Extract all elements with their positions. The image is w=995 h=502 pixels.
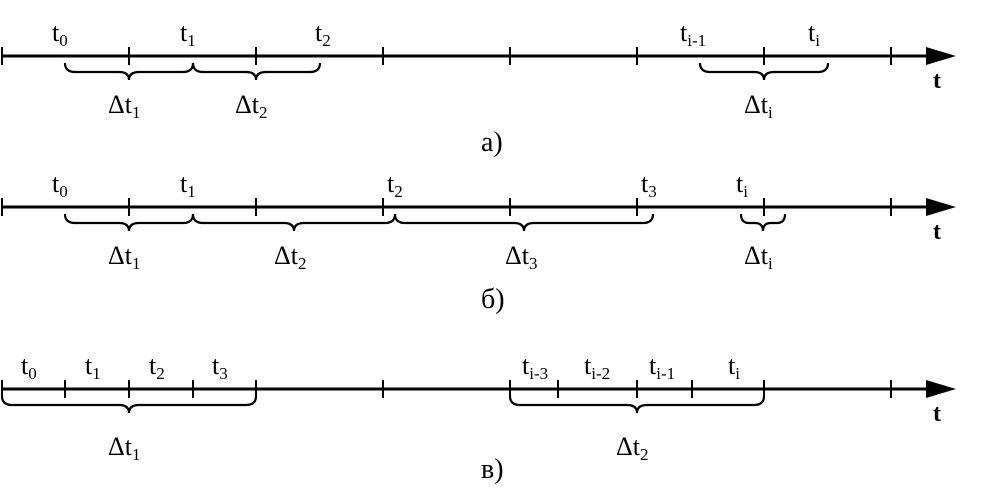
interval-label: Δti	[744, 90, 773, 122]
interval-brace	[63, 213, 195, 232]
time-point-label: t3	[212, 351, 228, 383]
panel-caption: б)	[481, 284, 505, 315]
axis-ticks	[1, 198, 892, 216]
interval-label: Δti	[744, 241, 773, 273]
time-point-label: t2	[315, 18, 331, 50]
time-point-label: ti	[736, 169, 748, 201]
time-point-label: t0	[52, 18, 68, 50]
interval-label: Δt1	[108, 90, 140, 122]
interval-label: Δt2	[274, 241, 306, 273]
interval-brace	[63, 62, 195, 81]
panel-a: t t0 t1 t2 ti-1 ti Δt1 Δt2 Δti а)	[1, 18, 956, 158]
time-point-label: t1	[180, 18, 196, 50]
panel-caption: в)	[481, 454, 504, 485]
time-point-label: ti	[728, 351, 740, 383]
time-point-label: ti	[808, 18, 820, 50]
panel-caption: а)	[481, 127, 503, 158]
panel-b: t t0 t1 t2 t3 ti Δt1 Δt2 Δt3 Δti б)	[1, 169, 956, 315]
axis-arrow-icon	[926, 198, 956, 216]
axis-arrow-icon	[926, 47, 956, 65]
time-point-label: t3	[641, 169, 657, 201]
time-point-label: t0	[52, 169, 68, 201]
time-point-label: t2	[149, 351, 165, 383]
interval-label: Δt2	[616, 432, 648, 464]
interval-brace	[191, 62, 322, 81]
interval-brace	[698, 62, 830, 81]
time-point-label: ti-1	[680, 18, 706, 50]
panel-v: t t0 t1 t2 t3 ti-3 ti-2 ti-1 ti Δt1 Δt2 …	[0, 351, 956, 485]
interval-brace	[191, 213, 397, 232]
interval-label: Δt2	[235, 90, 267, 122]
interval-brace	[0, 395, 258, 414]
axis-ticks	[1, 380, 892, 398]
axis-label-t: t	[933, 68, 941, 94]
axis-label-t: t	[933, 401, 941, 427]
time-point-label: t1	[180, 169, 196, 201]
time-point-label: ti-1	[649, 351, 675, 383]
interval-label: Δt1	[108, 432, 140, 464]
time-point-label: ti-2	[584, 351, 610, 383]
interval-label: Δt1	[108, 241, 140, 273]
axis-ticks	[1, 47, 892, 65]
interval-brace	[739, 213, 787, 232]
interval-brace	[393, 213, 655, 232]
time-point-label: ti-3	[522, 351, 548, 383]
interval-brace	[508, 395, 766, 414]
axis-label-t: t	[933, 219, 941, 245]
axis-arrow-icon	[926, 380, 956, 398]
time-point-label: t1	[85, 351, 101, 383]
time-point-label: t2	[387, 169, 403, 201]
time-point-label: t0	[21, 351, 37, 383]
interval-label: Δt3	[505, 241, 537, 273]
